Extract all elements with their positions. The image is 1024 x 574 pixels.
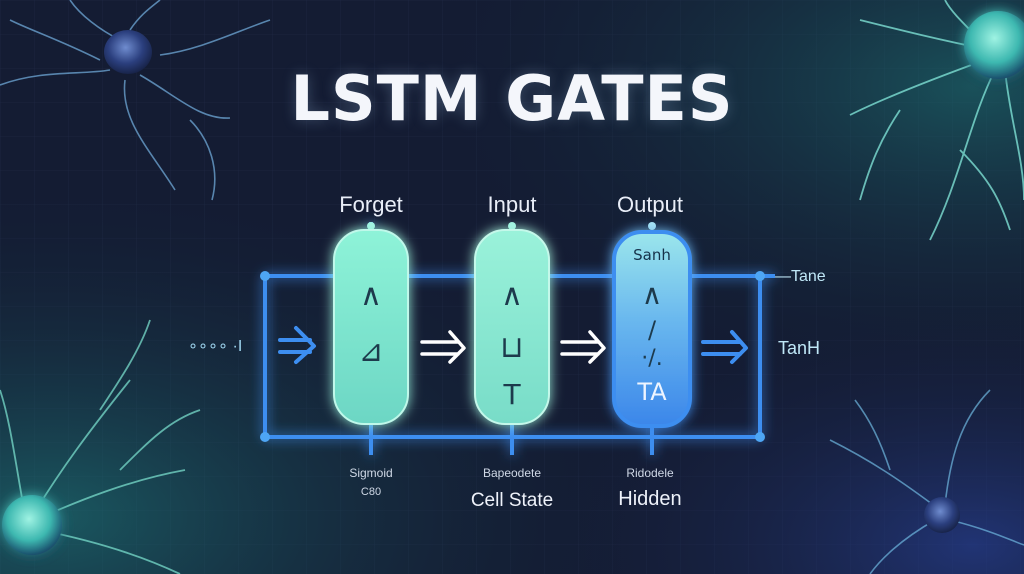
forget-gate-glyph-1: ∧ bbox=[360, 278, 382, 313]
node-bottom-right bbox=[755, 432, 765, 442]
input-bottom-sub: Cell State bbox=[470, 490, 554, 511]
gate-label-output: Output bbox=[616, 192, 684, 217]
node-gate-top-input bbox=[508, 222, 516, 230]
right-top-label: —Tane bbox=[775, 268, 826, 285]
neuron-bottom-right bbox=[829, 389, 1024, 574]
forget-bottom-sub: C80 bbox=[360, 486, 382, 498]
diagram-title: LSTM GATES bbox=[290, 62, 734, 135]
output-gate-glyph-2: / bbox=[647, 316, 657, 344]
input-bottom-label: Bapeodete bbox=[482, 466, 542, 480]
neuron-top-right-body bbox=[964, 11, 1024, 79]
output-gate-glyph-1: ∧ bbox=[641, 278, 663, 311]
output-gate-top-text: Sanh bbox=[633, 246, 671, 264]
input-gate-glyph-2: ⊔ bbox=[500, 330, 524, 365]
flow-arrows bbox=[278, 326, 748, 364]
neuron-bottom-right-body bbox=[924, 497, 960, 533]
arrow-output bbox=[701, 330, 748, 364]
gate-output bbox=[612, 230, 692, 428]
node-top-left bbox=[260, 271, 270, 281]
output-bottom-sub: Hidden bbox=[618, 488, 682, 510]
gate-input bbox=[474, 229, 550, 425]
neuron-top-left bbox=[0, 0, 271, 201]
neuron-bottom-left-body bbox=[2, 495, 62, 555]
input-gate-glyph-1: ∧ bbox=[501, 278, 523, 313]
node-top-right bbox=[755, 271, 765, 281]
arrow-forget-to-input bbox=[420, 330, 466, 364]
gate-label-input: Input bbox=[487, 192, 537, 217]
neuron-top-left-body bbox=[104, 30, 152, 74]
gate-label-forget: Forget bbox=[339, 192, 403, 217]
right-output-label: TanH bbox=[778, 338, 821, 358]
left-input-label: ∘∘∘∘ ·I bbox=[188, 338, 243, 355]
node-gate-top-output bbox=[648, 222, 656, 230]
connector-nodes bbox=[260, 222, 765, 442]
arrow-input-to-output bbox=[560, 330, 606, 364]
gate-forget bbox=[333, 229, 409, 425]
arrow-input bbox=[278, 326, 316, 364]
output-bottom-label: Ridodele bbox=[626, 466, 674, 480]
input-gate-glyph-3: T bbox=[503, 378, 521, 411]
node-bottom-left bbox=[260, 432, 270, 442]
output-gate-bottom-text: TA bbox=[637, 378, 667, 406]
forget-gate-glyph-2: ⊿ bbox=[358, 334, 384, 369]
output-gate-glyph-3: ·/. bbox=[641, 346, 663, 371]
node-gate-top-forget bbox=[367, 222, 375, 230]
forget-bottom-label: Sigmoid bbox=[349, 466, 393, 480]
